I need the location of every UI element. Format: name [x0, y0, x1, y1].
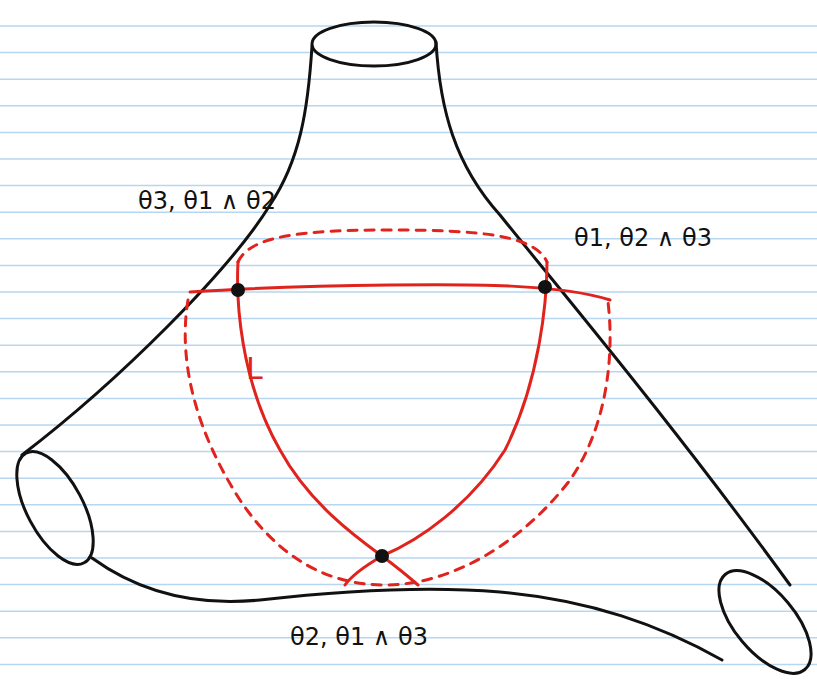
- notebook-ruling: [0, 26, 817, 664]
- ruling-line: [0, 531, 817, 533]
- ruling-line: [0, 344, 817, 346]
- boundary-circle: [1, 440, 109, 576]
- ruling-line: [0, 557, 817, 559]
- ruling-line: [0, 398, 817, 400]
- ruling-line: [0, 265, 817, 267]
- region-label: θ1, θ2 ∧ θ3: [574, 225, 712, 251]
- hidden-curve: [185, 300, 610, 585]
- ruling-line: [0, 132, 817, 134]
- ruling-line: [0, 318, 817, 320]
- region-label: θ3, θ1 ∧ θ2: [138, 188, 276, 214]
- ruling-line: [0, 185, 817, 187]
- intersection-dot: [538, 280, 552, 294]
- boundary-circle: [702, 555, 817, 681]
- hidden-curve: [238, 230, 547, 262]
- ruling-line: [0, 52, 817, 54]
- region-label: θ2, θ1 ∧ θ3: [290, 624, 428, 650]
- ruling-line: [0, 504, 817, 506]
- ruling-line: [0, 451, 817, 453]
- surface-outline: [436, 42, 790, 585]
- ruling-line: [0, 664, 817, 666]
- ruling-line: [0, 211, 817, 213]
- ruling-line: [0, 158, 817, 160]
- curve-label: L: [246, 352, 263, 385]
- curve-l: [238, 262, 418, 585]
- curve-l: [345, 262, 547, 585]
- ruling-line: [0, 105, 817, 107]
- ruling-line: [0, 424, 817, 426]
- boundary-circle: [312, 22, 436, 66]
- ruling-line: [0, 291, 817, 293]
- surface-outline: [22, 46, 312, 455]
- ruling-line: [0, 610, 817, 612]
- surface-outline: [92, 558, 722, 660]
- ruling-line: [0, 78, 817, 80]
- ruling-line: [0, 477, 817, 479]
- intersection-dot: [231, 283, 245, 297]
- intersection-dot: [375, 549, 389, 563]
